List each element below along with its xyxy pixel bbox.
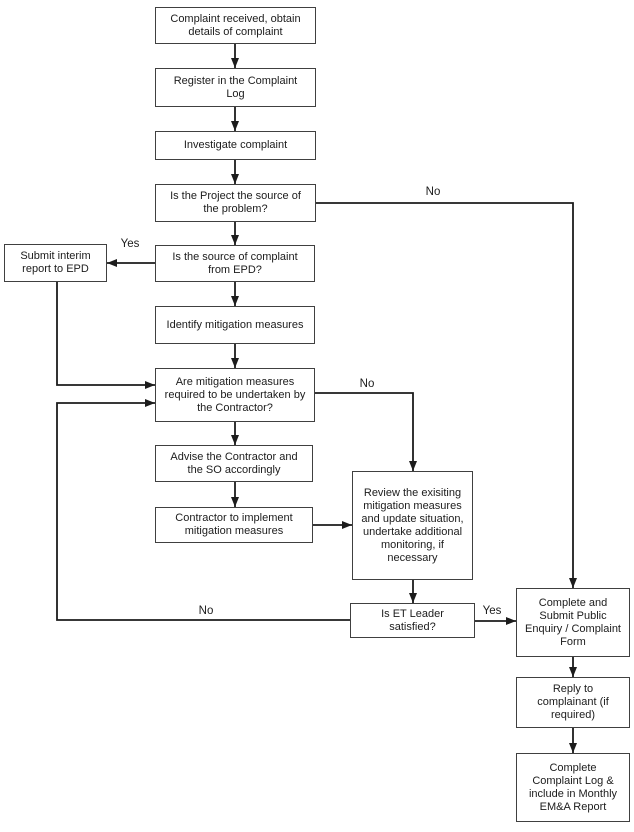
flow-node-source-epd: Is the source of complaint from EPD? [155, 245, 315, 282]
flow-edge-satisfied-no-to-required [56, 399, 350, 621]
label-no-satisfied: No [196, 605, 216, 617]
flow-node-review-existing: Review the exisiting mitigation measures… [352, 471, 473, 580]
flow-node-complete-log: Complete Complaint Log & include in Mont… [516, 753, 630, 822]
flow-node-complaint-received: Complaint received, obtain details of co… [155, 7, 316, 44]
flow-node-interim-report: Submit interim report to EPD [4, 244, 107, 282]
flow-node-measures-required: Are mitigation measures required to be u… [155, 368, 315, 422]
flow-node-reply-complainant: Reply to complainant (if required) [516, 677, 630, 728]
flow-edge-required-no-to-review [315, 392, 417, 471]
flow-node-advise-contractor: Advise the Contractor and the SO accordi… [155, 445, 313, 482]
flow-node-investigate: Investigate complaint [155, 131, 316, 160]
flow-node-identify-measures: Identify mitigation measures [155, 306, 315, 344]
flow-node-et-leader-satisfied: Is ET Leader satisfied? [350, 603, 475, 638]
label-yes-source-epd: Yes [118, 238, 142, 250]
flow-node-register-log: Register in the Complaint Log [155, 68, 316, 107]
label-no-measures: No [357, 378, 377, 390]
flow-edge-project-no-to-form [316, 202, 577, 588]
flow-edge-interim-to-required [56, 282, 155, 389]
flow-node-implement-measures: Contractor to implement mitigation measu… [155, 507, 313, 543]
flow-node-project-source: Is the Project the source of the problem… [155, 184, 316, 222]
label-yes-satisfied: Yes [480, 605, 504, 617]
label-no-project-source: No [423, 186, 443, 198]
flow-node-complete-form: Complete and Submit Public Enquiry / Com… [516, 588, 630, 657]
